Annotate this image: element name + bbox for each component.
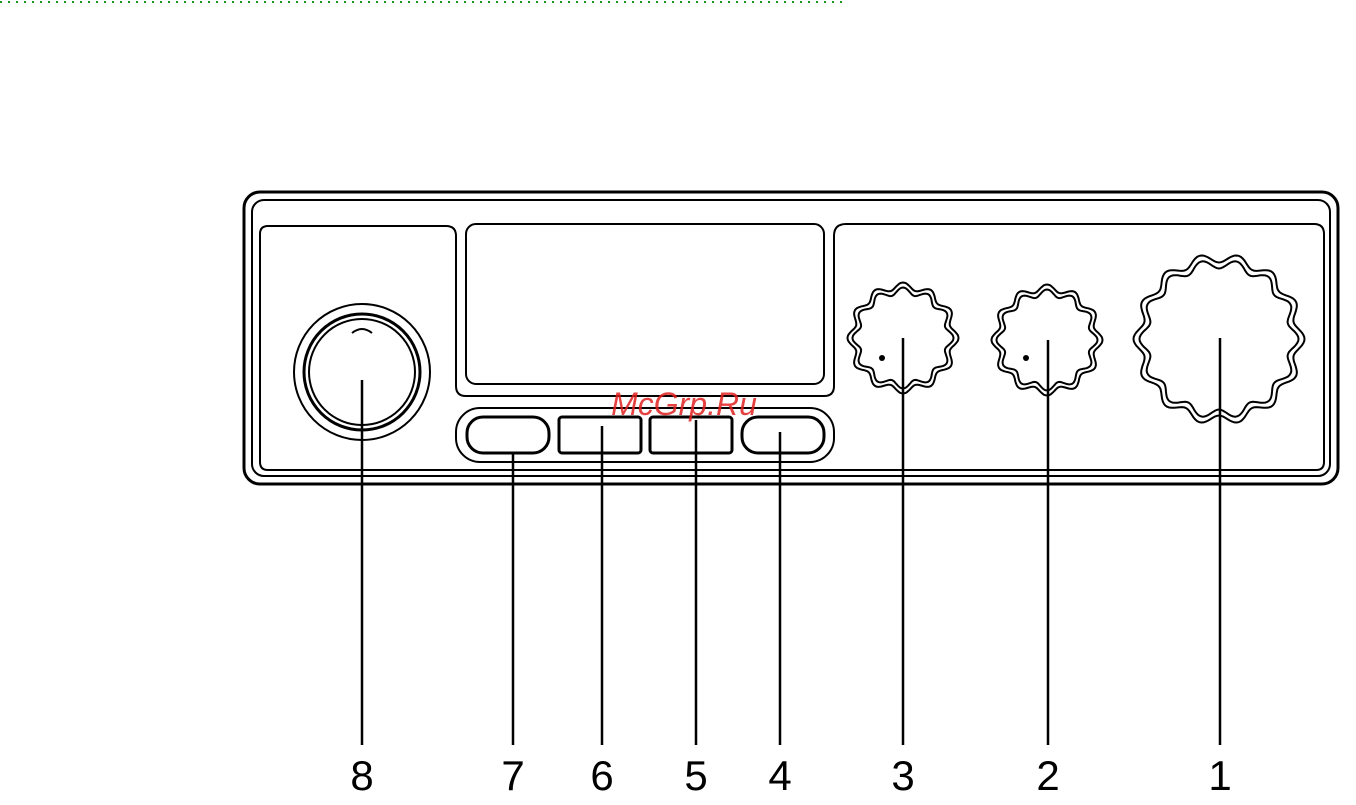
callout-1: 1 <box>1208 752 1231 799</box>
button-7[interactable] <box>467 417 549 453</box>
callout-2: 2 <box>1036 752 1059 799</box>
button-5[interactable] <box>650 417 732 453</box>
callout-4: 4 <box>768 752 791 799</box>
left-section-outline <box>260 224 1324 470</box>
watermark-text: McGrp.Ru <box>611 386 757 422</box>
callout-3: 3 <box>891 752 914 799</box>
callout-8: 8 <box>350 752 373 799</box>
button-6[interactable] <box>559 417 641 453</box>
callout-6: 6 <box>590 752 613 799</box>
button-4[interactable] <box>742 417 824 453</box>
callout-5: 5 <box>684 752 707 799</box>
display-window <box>466 224 824 384</box>
callout-7: 7 <box>501 752 524 799</box>
panel-inner-frame <box>252 200 1330 476</box>
